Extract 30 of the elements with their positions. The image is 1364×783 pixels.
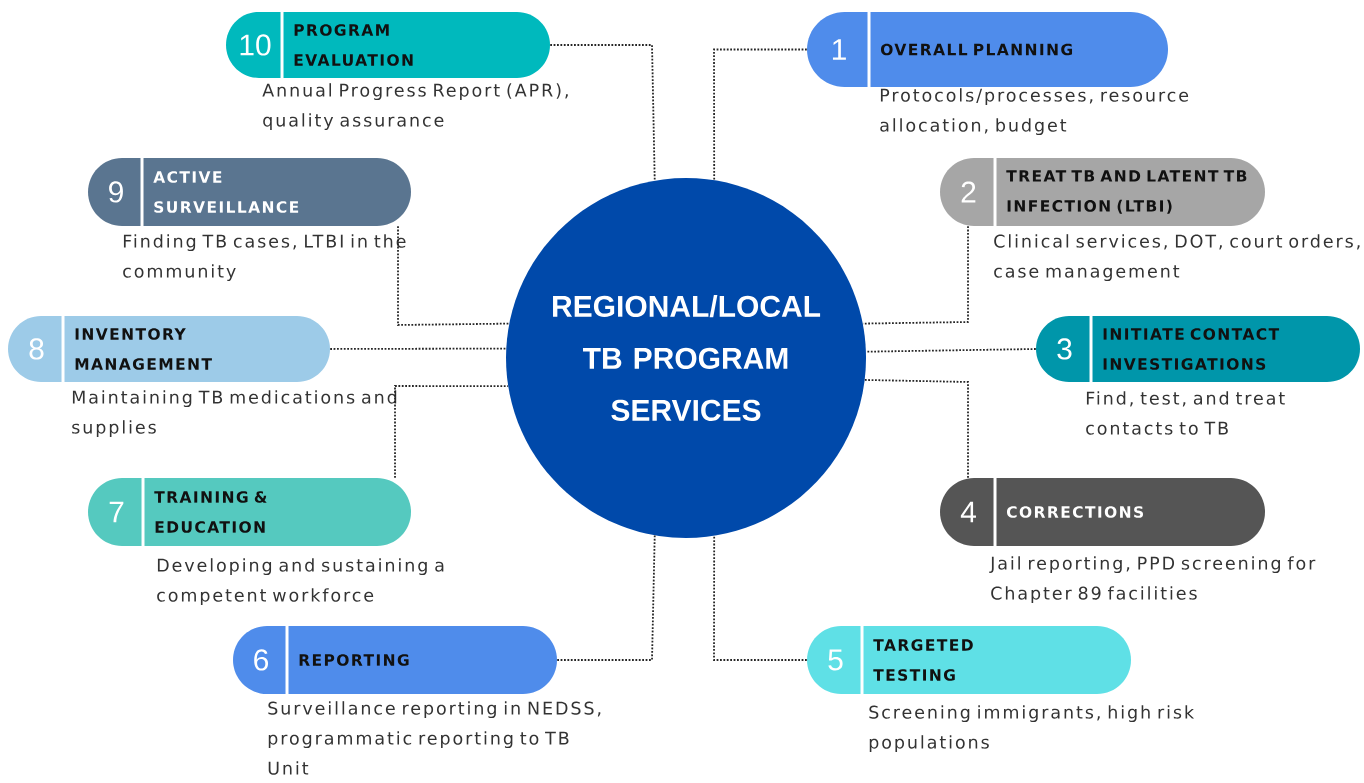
- description-text: Clinical services, DOT, court orders, case management: [994, 234, 1360, 282]
- description-text: Developing and sustaining a competent workforce: [157, 558, 444, 606]
- description-text: Finding TB cases, LTBI in the community: [123, 234, 406, 282]
- description-text: Jail reporting, PPD screening for Chapter 89 facilities: [989, 556, 1316, 604]
- connector-line: [549, 44, 656, 182]
- connector-line: [397, 225, 511, 326]
- connector-line: [556, 534, 656, 661]
- pill-box: 10 PROGRAM EVALUATION: [226, 12, 550, 78]
- description-text: Surveillance reporting in NEDSS, programmatic reporting to TB Unit: [268, 701, 601, 775]
- description-text: Annual Progress Report (APR), quality assurance: [262, 83, 568, 131]
- connector-line: [713, 48, 808, 181]
- pill-box: 7 TRAINING & EDUCATION: [88, 478, 411, 546]
- connector-line: [865, 348, 1037, 353]
- pill-box: 9 ACTIVE SURVEILLANCE: [88, 158, 411, 226]
- connector-line: [863, 379, 969, 479]
- connector-line: [713, 535, 808, 661]
- pill-box: 5 TARGETED TESTING: [807, 626, 1131, 694]
- pill-box: 1 OVERALL PLANNING: [807, 12, 1168, 87]
- pill-box: 3 INITIATE CONTACT INVESTIGATIONS: [1036, 316, 1360, 382]
- description-text: Protocols/processes, resource allocation, budget: [880, 88, 1189, 136]
- pill-box: 4 CORRECTIONS: [940, 478, 1265, 546]
- connector-line: [862, 225, 969, 325]
- pill-box: 2 TREAT TB AND LATENT TB INFECTION (LTBI): [940, 158, 1265, 226]
- pill-box: 6 REPORTING: [233, 626, 557, 694]
- description-text: Maintaining TB medications and supplies: [72, 390, 397, 438]
- connector-line: [329, 347, 507, 350]
- connector-line: [394, 385, 509, 479]
- pill-box: 8 INVENTORY MANAGEMENT: [8, 316, 330, 382]
- description-text: Screening immigrants, high risk populations: [869, 705, 1195, 753]
- description-text: Find, test, and treat contacts to TB: [1086, 391, 1285, 435]
